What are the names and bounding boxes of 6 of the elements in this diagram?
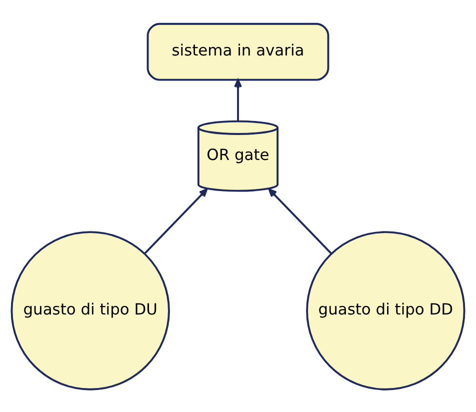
node-box: sistema in avaria [146, 22, 330, 80]
arrow [144, 188, 208, 254]
arrow [234, 78, 242, 121]
node-circle: guasto di tipo DU [10, 230, 170, 390]
arrow [268, 188, 332, 254]
node-circle: guasto di tipo DD [306, 230, 466, 390]
